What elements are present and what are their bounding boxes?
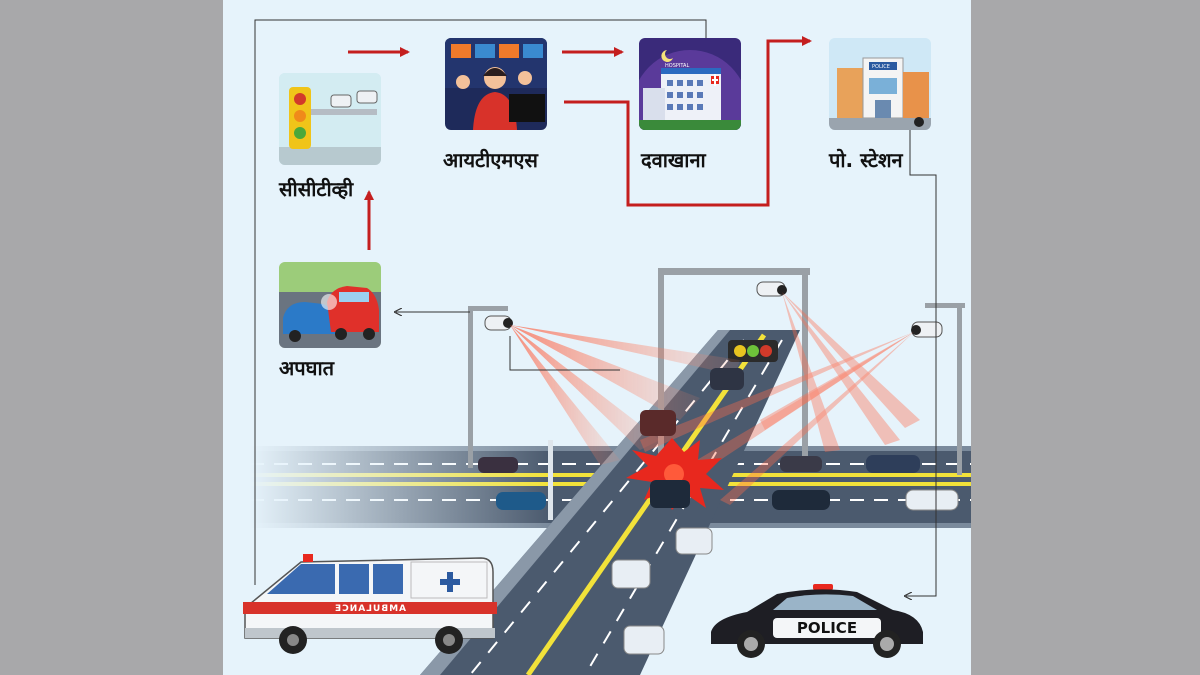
- traffic-cars: [478, 368, 959, 655]
- police-station-icon: POLICE: [829, 38, 931, 130]
- cctv-camera-left: [484, 315, 513, 331]
- cctv-label: सीसीटीव्ही: [279, 177, 354, 201]
- police-station-label: पो. स्टेशन: [829, 148, 903, 172]
- infographic-canvas: [250, 19, 971, 675]
- police-station-tile: POLICE: [829, 38, 931, 130]
- itms-control-room-tile: [445, 38, 547, 130]
- hospital-sign-text: HOSPITAL: [665, 63, 689, 69]
- cctv-camera-right: [911, 321, 943, 338]
- camera-poles: [468, 303, 965, 520]
- car-crash-icon: [279, 262, 381, 348]
- cctv-tile: [279, 73, 381, 165]
- hospital-tile: HOSPITAL: [639, 38, 741, 130]
- infographic-panel: आयटीएमएस HOSPITAL दवाखाना: [223, 0, 971, 675]
- police-car-icon: [711, 584, 923, 658]
- left-margin: [0, 0, 223, 675]
- ambulance-text: AMBULANCE: [333, 604, 407, 614]
- camera-beams: [510, 292, 920, 505]
- cctv-camera-top: [756, 281, 787, 297]
- overhead-gantry: [658, 268, 810, 470]
- police-car: POLICE: [707, 582, 927, 660]
- traffic-light-camera-icon: [279, 73, 381, 165]
- red-flow-arrows: [348, 36, 812, 250]
- right-margin: [971, 0, 1200, 675]
- operator-icon: [445, 38, 547, 130]
- hospital-label: दवाखाना: [641, 148, 706, 172]
- ambulance: AMBULANCE: [241, 552, 499, 660]
- accident-tile: [279, 262, 381, 348]
- ambulance-icon: [243, 554, 497, 654]
- itms-label: आयटीएमएस: [443, 148, 538, 172]
- accident-label: अपघात: [279, 356, 335, 380]
- police-car-text: POLICE: [796, 619, 858, 637]
- hospital-icon: HOSPITAL: [639, 50, 741, 130]
- police-sign-text: POLICE: [872, 64, 890, 70]
